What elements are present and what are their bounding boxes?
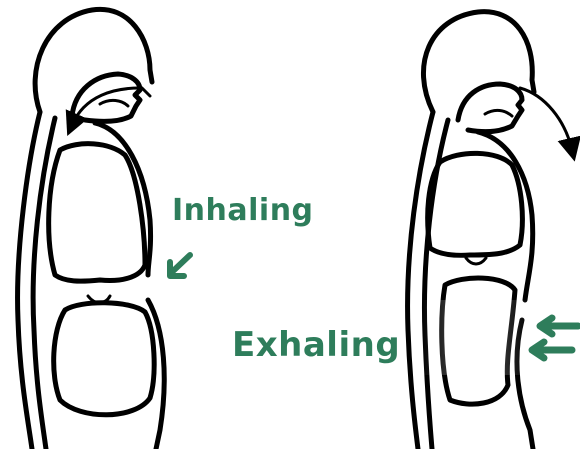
exhaling-fade-band bbox=[420, 300, 530, 375]
right-tongue bbox=[485, 110, 512, 116]
inhaling-figure bbox=[18, 9, 190, 449]
right-mouth-cavity bbox=[458, 84, 522, 132]
exhaling-arrow-upper-icon bbox=[540, 318, 578, 334]
right-chest-cavity bbox=[428, 153, 523, 255]
left-back-outline bbox=[18, 112, 40, 449]
left-chest-cavity bbox=[49, 144, 145, 281]
right-diaphragm-mark bbox=[466, 258, 486, 264]
left-tongue bbox=[100, 100, 128, 106]
exhaling-figure bbox=[408, 12, 578, 449]
right-head-outline bbox=[423, 12, 534, 112]
exhaling-arrow-lower-icon bbox=[532, 342, 572, 358]
exhaling-label: Exhaling bbox=[232, 328, 400, 362]
left-mouth-cavity bbox=[72, 74, 140, 121]
left-abdomen-cavity bbox=[54, 303, 154, 415]
left-spine-inner bbox=[33, 118, 55, 449]
inhaling-arrow-icon bbox=[170, 255, 190, 276]
inhaling-label: Inhaling bbox=[172, 196, 314, 226]
right-air-arrow bbox=[520, 88, 572, 150]
